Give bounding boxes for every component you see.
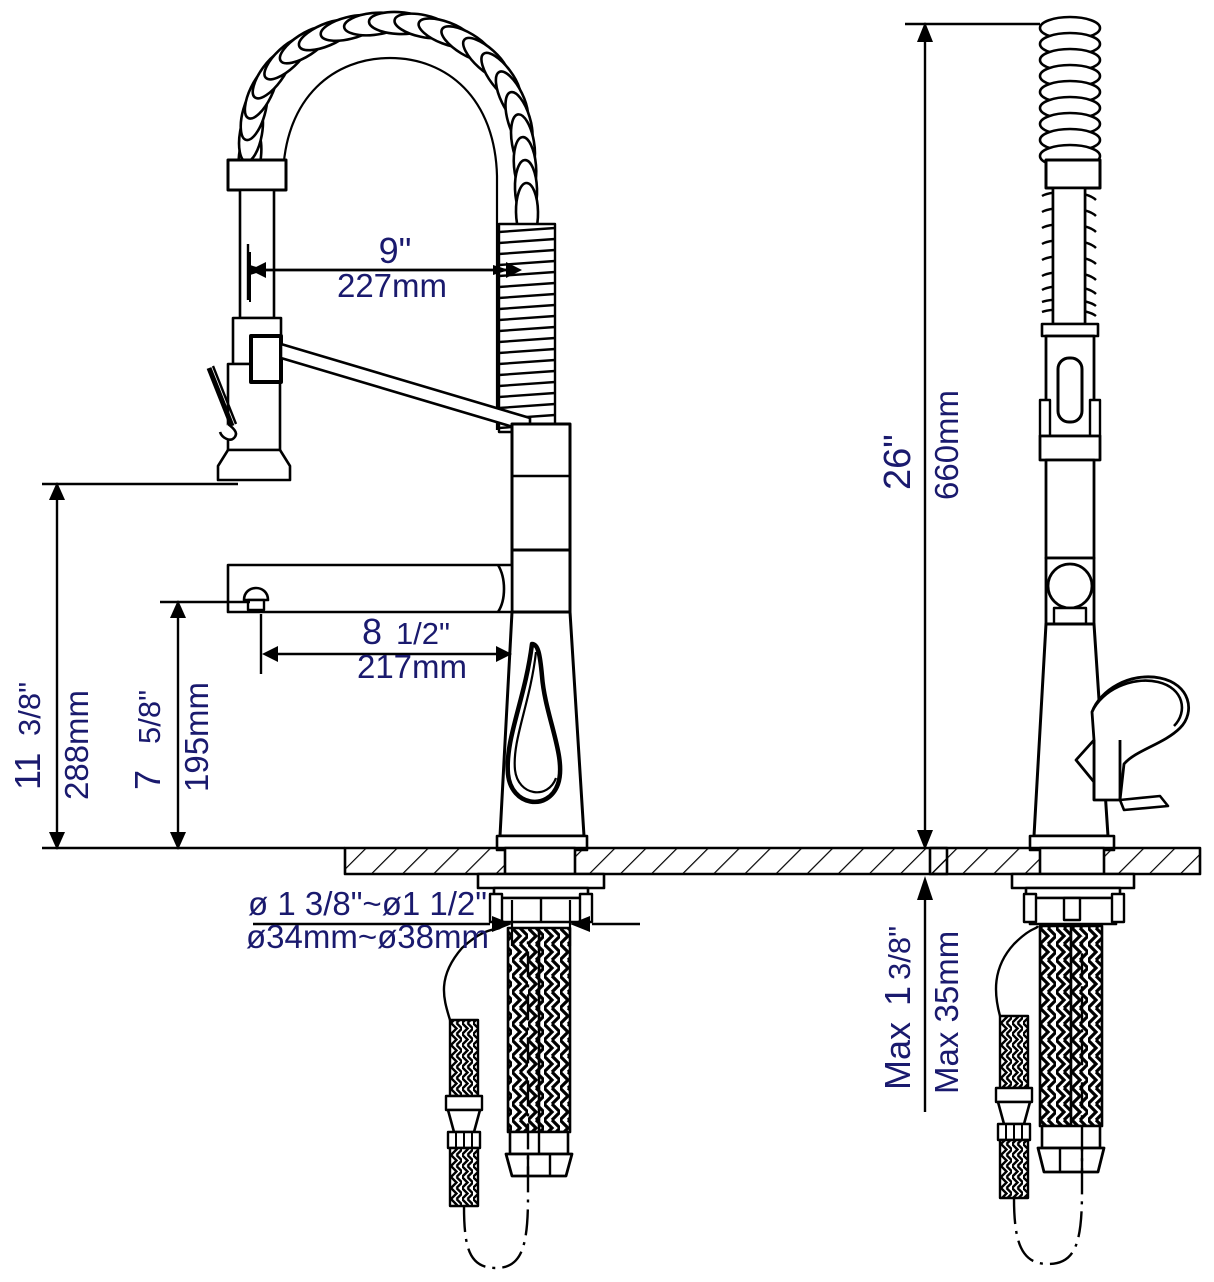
dimension-lines-front [42, 244, 640, 946]
dim-spout-height-imperial-whole: 7 [127, 770, 168, 790]
mounting-hardware-side [1010, 872, 1136, 926]
pulldown-hose-side [994, 925, 1084, 1266]
side-elevation-view [905, 15, 1202, 1266]
spray-head [206, 158, 292, 482]
lever-handle-side[interactable] [1074, 675, 1190, 812]
dim-spout-reach-imperial: 9" [379, 230, 412, 271]
countertop-section [343, 846, 949, 876]
dimension-lines-side [905, 22, 1040, 1112]
braided-supply-hose [504, 926, 574, 1178]
dim-max-deck-imperial-fraction: 3/8" [882, 926, 917, 980]
lever-handle[interactable] [505, 641, 563, 805]
spring-coil-side [1038, 15, 1102, 169]
dim-overall-height-metric: 288mm [58, 690, 95, 800]
dim-spout-reach-metric: 227mm [337, 267, 447, 304]
dim-hole-diameter-imperial: ø 1 3/8"~ø1 1/2" [248, 885, 487, 922]
dim-total-height-metric: 660mm [928, 390, 965, 500]
dim-lower-reach-imperial-whole: 8 [362, 611, 382, 652]
braided-supply-hose-side [1036, 924, 1106, 1174]
dim-max-deck-metric: Max 35mm [928, 931, 965, 1094]
mounting-hardware [476, 872, 606, 924]
dim-lower-reach-metric: 217mm [357, 648, 467, 685]
spring-coil-lower-side [1041, 186, 1097, 326]
spout [226, 563, 514, 614]
dim-spout-height-metric: 195mm [178, 682, 215, 792]
dim-max-deck-imperial-prefix: Max [877, 1022, 918, 1090]
dim-hole-diameter-metric: ø34mm~ø38mm [246, 918, 489, 955]
dim-total-height-imperial: 26" [877, 434, 919, 490]
faucet-body [495, 610, 589, 852]
dim-overall-height-imperial-fraction: 3/8" [12, 682, 47, 736]
dim-lower-reach-imperial-fraction: 1/2" [396, 616, 450, 651]
quick-connect-coupling [444, 1094, 484, 1150]
spray-head-side [1038, 322, 1102, 462]
pulldown-hose [442, 925, 530, 1270]
dim-max-deck-imperial-whole: 1 [877, 986, 918, 1006]
dim-overall-height-imperial-whole: 11 [7, 753, 48, 790]
front-elevation-view [42, 10, 949, 1270]
dim-spout-height-imperial-fraction: 5/8" [132, 690, 167, 744]
spring-coil [237, 10, 557, 434]
support-arm [279, 342, 532, 434]
countertop-section-side [928, 846, 1202, 876]
